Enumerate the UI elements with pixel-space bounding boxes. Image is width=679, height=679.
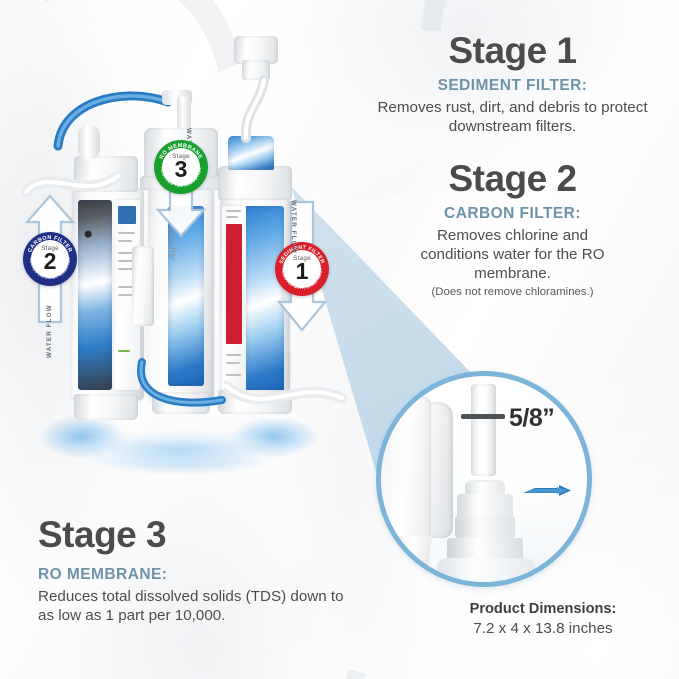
sediment-cartridge-label [222, 206, 246, 392]
magnified-tube [471, 384, 496, 476]
sediment-clear-top [228, 136, 274, 170]
carbon-filter-cap-bottom [74, 394, 138, 420]
magnified-filter-cap [437, 558, 535, 582]
ro-membrane-window [168, 206, 204, 386]
faucet-adapter-nut [234, 36, 278, 64]
quick-connect-body-mid [455, 516, 515, 538]
stage-3-heading: Stage 3 [38, 514, 167, 555]
stage-1-badge: SEDIMENT FILTER REMOVES DIRT, SAND, RUST… [275, 242, 329, 296]
dimensions-title: Product Dimensions: [469, 601, 617, 617]
quick-connect-collet [465, 480, 505, 498]
water-flow-label-right: WATER FLOW [290, 200, 297, 254]
stage-2-body: Removes chlorine and conditions water fo… [420, 227, 605, 283]
stage-3-body: Reduces total dissolved solids (TDS) dow… [38, 588, 344, 625]
stage-1-text-block: Stage 1 SEDIMENT FILTER: Removes rust, d… [360, 30, 665, 136]
tube-size-label: 5/8” [509, 404, 555, 432]
stage-2-subtitle: CARBON FILTER: [444, 205, 581, 223]
carbon-cartridge-window [78, 200, 112, 390]
stage-2-badge-word: Stage [41, 245, 59, 253]
product-photo: AquaticLife WATER FLOW [16, 28, 348, 480]
stage-2-heading: Stage 2 [448, 158, 577, 199]
stage-2-text-block: Stage 2 CARBON FILTER: Removes chlorine … [360, 158, 665, 300]
magnified-housing-foot [389, 536, 433, 582]
flow-restrictor-box [132, 246, 154, 326]
elbow-fitting-left-down [177, 96, 191, 130]
stage-2-badge: CARBON FILTER REMOVES CHLORINE, CONDITIO… [23, 232, 77, 286]
sediment-cartridge-window [244, 206, 284, 392]
stage-3-subtitle: RO MEMBRANE: [38, 566, 168, 584]
bottom-blue-tube [137, 358, 226, 407]
blue-inlet-tube [53, 91, 173, 151]
stage-2-badge-number: 2 [43, 248, 57, 275]
stage-1-heading: Stage 1 [448, 30, 577, 71]
tube-measure-marker [461, 414, 505, 419]
magnified-detail-circle: 5/8” [376, 371, 592, 587]
stage-1-subtitle: SEDIMENT FILTER: [437, 77, 588, 95]
sediment-filter-cap-top [218, 166, 292, 200]
stage-3-text-block: Stage 3 RO MEMBRANE: Reduces total disso… [38, 514, 368, 625]
quick-connect-body-lower [447, 538, 523, 560]
water-flow-label-left: WATER FLOW [46, 304, 53, 358]
dimensions-value: 7.2 x 4 x 13.8 inches [473, 619, 613, 637]
stage-3-badge: RO MEMBRANE REDUCES TDS REDUCTION Stage … [154, 140, 208, 194]
carbon-inlet-fitting [78, 124, 100, 160]
stage-1-body: Removes rust, dirt, and debris to protec… [377, 99, 648, 136]
stage-2-note: (Does not remove chloramines.) [431, 286, 594, 299]
magnified-housing-panel [389, 396, 431, 544]
faucet-connector-tube [240, 76, 269, 143]
blue-locking-clip-icon [523, 485, 571, 496]
stage-1-badge-word: Stage [293, 255, 311, 263]
stage-1-badge-number: 1 [295, 258, 309, 285]
stage-3-badge-word: Stage [172, 153, 190, 161]
stage-3-badge-number: 3 [174, 156, 188, 183]
quick-connect-body-upper [457, 494, 513, 518]
faucet-adapter-body [242, 60, 270, 80]
right-white-hose [224, 380, 348, 405]
product-dimensions-block: Product Dimensions: 7.2 x 4 x 13.8 inche… [418, 600, 668, 639]
left-white-hose [22, 170, 124, 198]
